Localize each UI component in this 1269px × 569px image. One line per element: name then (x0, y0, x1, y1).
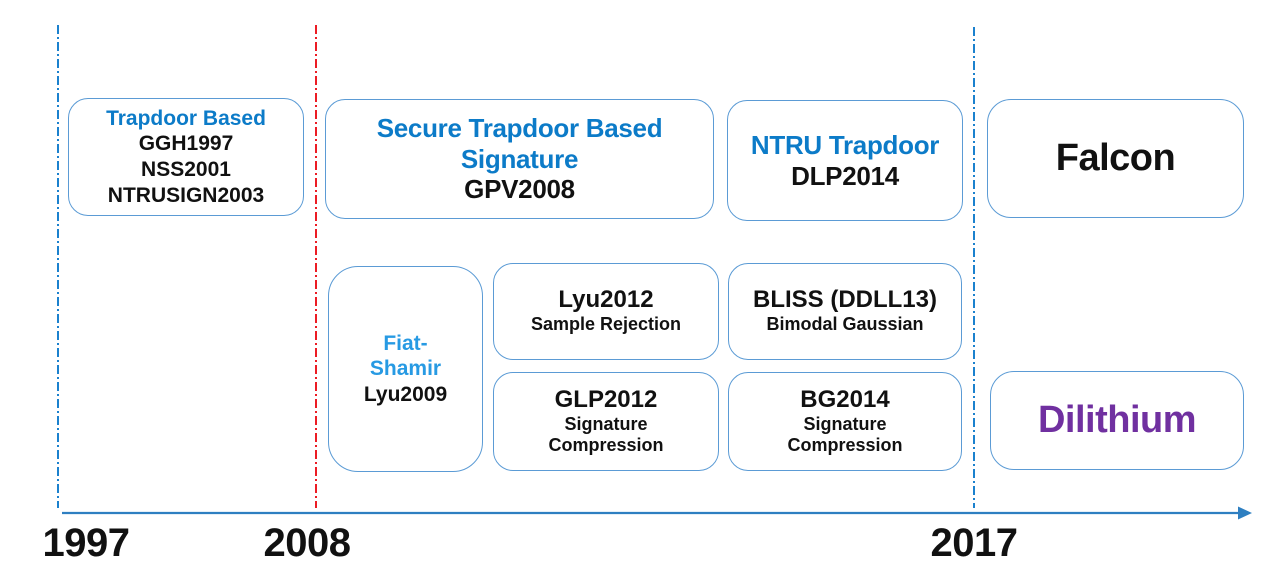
scheme-name: GLP2012 (554, 385, 658, 413)
scheme-note: Signature (803, 413, 887, 434)
year-label-1997: 1997 (42, 521, 130, 565)
box-title: Signature (460, 143, 579, 174)
box-title: NTRU Trapdoor (750, 129, 940, 160)
scheme-entry: DLP2014 (791, 160, 899, 191)
scheme-note: Sample Rejection (530, 314, 682, 335)
scheme-note: Bimodal Gaussian (766, 314, 924, 335)
scheme-entry: Lyu2009 (363, 382, 448, 406)
scheme-name: Dilithium (1037, 398, 1197, 441)
box-title: Shamir (369, 357, 442, 381)
box-ntru-trapdoor: NTRU Trapdoor DLP2014 (727, 100, 963, 221)
scheme-name: BLISS (DDLL13) (752, 286, 937, 314)
scheme-name: Lyu2012 (558, 286, 654, 314)
box-secure-trapdoor-based-signature: Secure Trapdoor Based Signature GPV2008 (325, 99, 714, 219)
scheme-note: Compression (787, 434, 903, 455)
scheme-entry: NSS2001 (141, 158, 231, 181)
box-bliss-ddll13: BLISS (DDLL13) Bimodal Gaussian (728, 263, 962, 360)
scheme-note: Compression (548, 434, 664, 455)
box-glp2012: GLP2012 Signature Compression (493, 372, 719, 471)
box-title: Trapdoor Based (106, 106, 266, 130)
year-label-2008: 2008 (263, 521, 351, 565)
box-lyu2012: Lyu2012 Sample Rejection (493, 263, 719, 360)
scheme-name: BG2014 (800, 385, 890, 413)
box-trapdoor-based: Trapdoor Based GGH1997 NSS2001 NTRUSIGN2… (68, 98, 304, 216)
box-dilithium: Dilithium (990, 371, 1244, 470)
box-title: Fiat- (383, 331, 428, 355)
box-bg2014: BG2014 Signature Compression (728, 372, 962, 471)
scheme-entry: NTRUSIGN2003 (107, 183, 265, 207)
scheme-entry: GPV2008 (464, 174, 575, 205)
time-axis-arrowhead-icon (1238, 506, 1252, 520)
year-label-2017: 2017 (930, 521, 1018, 565)
scheme-name: Falcon (1055, 136, 1176, 179)
box-falcon: Falcon (987, 99, 1244, 218)
box-title: Secure Trapdoor Based (376, 112, 663, 143)
scheme-note: Signature (564, 413, 648, 434)
scheme-entry: GGH1997 (138, 132, 234, 156)
box-fiat-shamir: Fiat- Shamir Lyu2009 (328, 266, 483, 472)
